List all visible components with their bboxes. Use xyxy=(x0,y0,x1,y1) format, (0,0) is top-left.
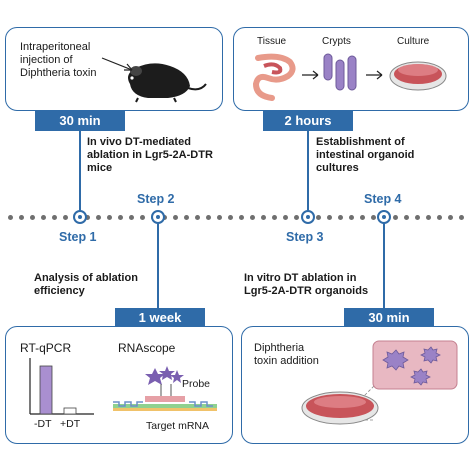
timeline-dot xyxy=(206,215,211,220)
timeline-dot xyxy=(261,215,266,220)
timeline-dot xyxy=(338,215,343,220)
timeline-dot xyxy=(173,215,178,220)
rnascope-probe-icon xyxy=(113,366,217,411)
step2-label: Step 2 xyxy=(137,192,175,206)
intestine-icon xyxy=(252,53,296,101)
timeline-dot xyxy=(448,215,453,220)
timeline-dot xyxy=(19,215,24,220)
mouse-icon xyxy=(128,63,207,103)
rnascope-label: RNAscope xyxy=(118,341,176,355)
step4-description: In vitro DT ablation in Lgr5-2A-DTR orga… xyxy=(244,272,369,297)
step2-node xyxy=(151,210,165,224)
timeline-dot xyxy=(8,215,13,220)
timeline-dot xyxy=(327,215,332,220)
timeline-dot xyxy=(349,215,354,220)
arrow-tissue-crypts-icon xyxy=(302,70,319,80)
bar-plus-label: +DT xyxy=(60,418,81,430)
step1-description: In vivo DT-mediated ablation in Lgr5-2A-… xyxy=(87,136,213,174)
step2-box xyxy=(5,326,233,444)
step1-label: Step 1 xyxy=(59,230,97,244)
target-mrna-label: Target mRNA xyxy=(146,420,210,432)
timeline-dot xyxy=(250,215,255,220)
timeline-dot xyxy=(415,215,420,220)
step2-connector xyxy=(157,222,159,310)
timeline-dot xyxy=(316,215,321,220)
timeline-dot xyxy=(283,215,288,220)
step4-duration-tag: 30 min xyxy=(344,308,434,328)
arrow-to-mouse-icon xyxy=(101,57,133,71)
crypts-icon xyxy=(323,53,357,91)
timeline-dot xyxy=(217,215,222,220)
timeline-dot xyxy=(393,215,398,220)
timeline-dot xyxy=(41,215,46,220)
step4-label: Step 4 xyxy=(364,192,402,206)
timeline-dot xyxy=(426,215,431,220)
timeline-dot xyxy=(437,215,442,220)
timeline-dot xyxy=(30,215,35,220)
probe-label: Probe xyxy=(182,378,211,390)
organoid-panel-icon xyxy=(372,340,458,390)
crypts-label: Crypts xyxy=(322,36,351,47)
timeline-dot xyxy=(96,215,101,220)
step1-duration-tag: 30 min xyxy=(35,111,125,131)
timeline-dot xyxy=(195,215,200,220)
culture-dish-icon xyxy=(389,61,447,91)
step3-duration-tag: 2 hours xyxy=(263,111,353,131)
step1-box xyxy=(5,27,223,111)
timeline-dot xyxy=(184,215,189,220)
injection-text: Intraperitoneal injection of Diphtheria … xyxy=(20,41,97,79)
step4-node xyxy=(377,210,391,224)
timeline-dot xyxy=(228,215,233,220)
timeline-dot xyxy=(360,215,365,220)
timeline-dot xyxy=(52,215,57,220)
bar-minus-dt xyxy=(39,365,53,415)
timeline-dot xyxy=(239,215,244,220)
bar-minus-label: -DT xyxy=(34,418,52,430)
organoid-dish-icon xyxy=(301,391,379,425)
tissue-label: Tissue xyxy=(257,36,287,47)
timeline-dot xyxy=(459,215,464,220)
step2-description: Analysis of ablation efficiency xyxy=(34,272,138,297)
timeline-dot xyxy=(118,215,123,220)
step3-description: Establishment of intestinal organoid cul… xyxy=(316,136,415,174)
step3-connector xyxy=(307,131,309,211)
timeline-dot xyxy=(129,215,134,220)
step4-connector xyxy=(383,222,385,310)
timeline-dot xyxy=(404,215,409,220)
step2-duration-tag: 1 week xyxy=(115,308,205,328)
toxin-addition-text: Diphtheria toxin addition xyxy=(254,342,319,367)
bar-chart-icon xyxy=(29,358,94,415)
timeline-dot xyxy=(107,215,112,220)
timeline-dot xyxy=(294,215,299,220)
timeline-dot xyxy=(371,215,376,220)
timeline-dot xyxy=(272,215,277,220)
step3-label: Step 3 xyxy=(286,230,324,244)
rtqpcr-label: RT-qPCR xyxy=(20,341,72,355)
timeline-dot xyxy=(85,215,90,220)
step3-node xyxy=(301,210,315,224)
step1-node xyxy=(73,210,87,224)
step1-connector xyxy=(79,131,81,211)
timeline-dot xyxy=(63,215,68,220)
culture-label: Culture xyxy=(397,36,430,47)
bar-plus-dt xyxy=(63,407,77,415)
arrow-crypts-culture-icon xyxy=(366,70,383,80)
timeline-dot xyxy=(140,215,145,220)
